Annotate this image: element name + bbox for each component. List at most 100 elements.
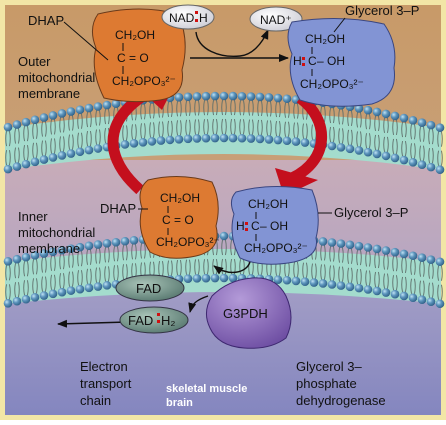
lipid-head: [3, 298, 13, 308]
lipid-head: [381, 109, 391, 119]
lipid-head: [30, 293, 40, 302]
lipid-tail: [428, 129, 434, 145]
lipid-head: [57, 287, 67, 297]
lipid-head: [129, 236, 139, 245]
inner-membrane-label-1: Inner: [18, 209, 48, 224]
lipid-tail: [203, 119, 209, 135]
lipid-tail: [293, 122, 299, 138]
lipid-head: [165, 135, 175, 145]
lipid-tail: [59, 136, 65, 152]
lipid-tail: [338, 247, 344, 263]
lipid-head: [120, 236, 130, 246]
dhap-middle-label: DHAP: [100, 201, 136, 216]
g3p-middle-molecule: [230, 185, 319, 265]
lipid-tail: [275, 101, 281, 118]
fadh2-label: FAD: [128, 313, 153, 328]
lipid-head: [102, 281, 112, 290]
lipid-tail: [122, 125, 128, 141]
lipid-head: [75, 242, 85, 252]
lipid-tail: [392, 275, 398, 291]
lipid-head: [426, 120, 436, 130]
lipid-head: [48, 111, 58, 120]
lipid-head: [237, 91, 247, 101]
lipid-tail: [77, 270, 83, 286]
lipid-tail: [59, 117, 65, 133]
dhap-top-pointer: [63, 21, 109, 61]
lipid-tail: [50, 138, 56, 154]
lipid-tail: [302, 262, 308, 278]
lipid-head: [219, 273, 229, 283]
lipid-head: [66, 149, 76, 158]
lipid-head: [273, 275, 283, 284]
lipid-tail: [410, 124, 416, 140]
lipid-tail: [392, 256, 398, 272]
dhap-top-formula-1: CH₂OH: [115, 28, 155, 42]
lipid-tail: [419, 261, 425, 277]
lipid-head: [138, 138, 148, 147]
electron-chain-label-2: transport: [80, 376, 132, 391]
lipid-head: [399, 155, 409, 165]
lipid-tail: [140, 104, 146, 120]
lipid-head: [219, 91, 229, 101]
lipid-tail: [356, 250, 362, 266]
lipid-tail: [23, 145, 29, 161]
red-dot-icon: [302, 57, 305, 60]
lipid-head: [228, 273, 238, 283]
lipid-tail: [266, 101, 272, 117]
lipid-head: [102, 100, 112, 110]
lipid-tail: [293, 261, 299, 278]
lipid-head: [390, 153, 400, 163]
lipid-head: [327, 280, 337, 289]
lipid-tail: [311, 263, 317, 279]
lipid-tail: [131, 124, 137, 140]
lipid-head: [417, 118, 427, 127]
lipid-tail: [50, 274, 56, 290]
lipid-tail: [230, 99, 236, 116]
lipid-tail: [302, 123, 308, 139]
outer-membrane-label-3: membrane: [18, 86, 80, 101]
lipid-tail: [356, 131, 362, 147]
lipid-tail: [149, 103, 155, 119]
lipid-head: [435, 165, 445, 175]
lipid-tail: [356, 269, 362, 285]
lipid-tail: [212, 99, 218, 116]
lipid-tail: [374, 252, 380, 269]
lipid-tail: [410, 278, 416, 294]
lipid-tail: [122, 245, 128, 261]
lipid-head: [435, 299, 445, 309]
lipid-tail: [401, 257, 407, 274]
lipid-head: [183, 92, 193, 102]
lipid-tail: [347, 248, 353, 264]
lipid-head: [291, 276, 301, 286]
g3p-middle-formula-1: CH₂OH: [248, 197, 288, 211]
lipid-head: [84, 145, 94, 155]
g3pdh-to-dhap-arrow: [213, 261, 251, 275]
lipid-head: [408, 158, 418, 167]
lipid-head: [381, 246, 391, 255]
lipid-head: [201, 133, 211, 143]
nad-plus-molecule: [249, 6, 303, 32]
lipid-head: [183, 274, 193, 283]
lipid-head: [264, 135, 274, 144]
lipid-head: [57, 109, 67, 118]
lipid-tail: [41, 257, 47, 273]
lipid-tail: [221, 118, 227, 135]
g3p-top-label: Glycerol 3–P: [345, 3, 419, 18]
lipid-head: [120, 140, 130, 149]
lipid-head: [417, 253, 427, 262]
lipid-head: [354, 241, 364, 251]
dhap-middle-molecule: [139, 175, 219, 259]
lipid-head: [282, 275, 292, 285]
fad-curved-arrow: [188, 295, 209, 313]
lipid-tail: [365, 133, 371, 149]
lipid-tail: [5, 284, 11, 300]
lipid-head: [345, 240, 355, 250]
lipid-tail: [401, 276, 407, 293]
lipid-tail: [194, 259, 200, 275]
lipid-head: [66, 286, 76, 295]
lipid-head: [39, 291, 49, 300]
lipid-tail: [194, 119, 200, 135]
lipid-tail: [365, 251, 371, 267]
